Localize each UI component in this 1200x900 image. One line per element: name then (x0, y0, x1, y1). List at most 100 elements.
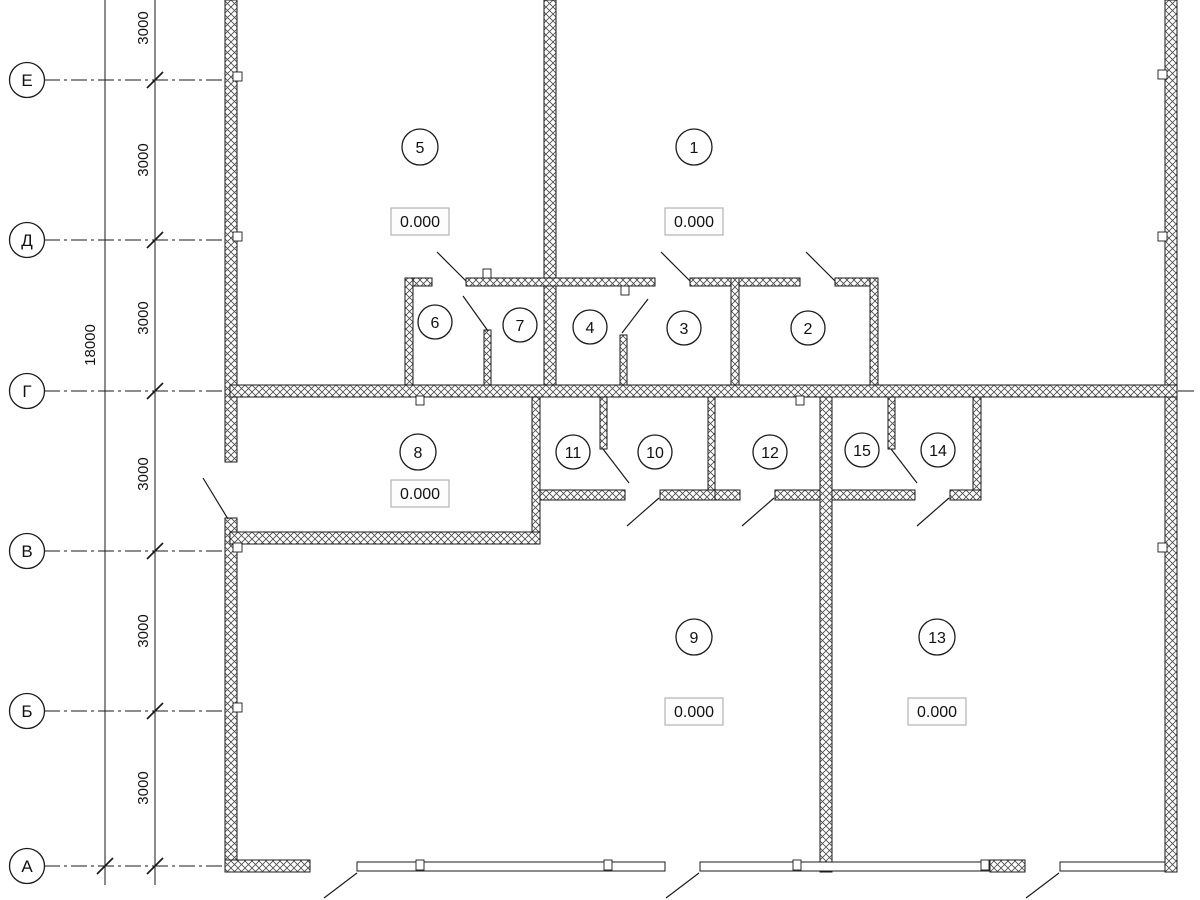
room-bubble-2: 2 (790, 310, 826, 346)
dim-label-total: 18000 (82, 324, 99, 366)
room-bubbles: 5 1 6 7 4 3 2 8 (399, 128, 956, 656)
dim-label: 3000 (135, 301, 152, 334)
room-circle (752, 434, 788, 470)
wall-tick (620, 285, 630, 296)
window-band (356, 861, 666, 872)
axis-label: А (21, 857, 33, 876)
elevation-box (664, 207, 724, 236)
door-swing (741, 497, 775, 527)
wall-segment (229, 384, 1178, 398)
dim-tick (96, 857, 114, 875)
dim-label: 3000 (135, 143, 152, 176)
wall-segment (689, 277, 801, 287)
wall-segment (989, 859, 1026, 873)
doors (202, 251, 1060, 899)
door-swing (323, 872, 358, 899)
elevation-value: 0.000 (674, 704, 714, 721)
wall-tick (232, 542, 243, 553)
dim-tick (146, 382, 164, 400)
wall-segment (869, 277, 879, 386)
dim-tick (146, 71, 164, 89)
dim-label: 3000 (135, 457, 152, 490)
wall-segment (599, 396, 608, 450)
dim-tick (146, 857, 164, 875)
axis-label: Г (22, 382, 31, 401)
window-mullion (980, 859, 990, 871)
axis-bubble-g: Г (8, 372, 46, 410)
dim-label: 3000 (135, 11, 152, 44)
room-circle (920, 432, 956, 468)
room-bubble-9: 9 (675, 618, 713, 656)
door-swing (890, 448, 918, 484)
room-number: 12 (761, 445, 779, 462)
elevation-value: 0.000 (400, 486, 440, 503)
room-circle (675, 618, 713, 656)
dim-tick (146, 231, 164, 249)
door-swing (665, 872, 700, 899)
dim-label: 3000 (135, 614, 152, 647)
axis-label: В (21, 542, 32, 561)
axis-label: Б (21, 702, 32, 721)
door-swing (1025, 872, 1060, 899)
axis-circle (8, 61, 46, 99)
wall-segment (465, 277, 656, 287)
wall-tick (415, 395, 425, 406)
room-bubble-15: 15 (844, 432, 880, 468)
room-number: 11 (565, 445, 582, 462)
wall-segment (539, 489, 626, 501)
wall-segment (1164, 0, 1178, 873)
wall-segment (224, 517, 238, 873)
room-circle (399, 433, 437, 471)
room-bubble-14: 14 (920, 432, 956, 468)
window-mullion (792, 859, 802, 871)
room-circle (790, 310, 826, 346)
room-circle (675, 128, 713, 166)
dim-tick (146, 542, 164, 560)
room-bubble-11: 11 (555, 434, 591, 470)
axis-bubble-v: В (8, 532, 46, 570)
dim-label: 3000 (135, 771, 152, 804)
room-bubble-13: 13 (918, 618, 956, 656)
wall-tick (1157, 231, 1168, 242)
axis-label: Д (21, 231, 33, 250)
room-bubble-6: 6 (417, 304, 453, 340)
wall-segment (730, 277, 740, 386)
wall-segment (229, 531, 541, 545)
door-swing (916, 497, 950, 527)
wall-segment (887, 396, 896, 450)
axis-circle (8, 372, 46, 410)
elevation-value: 0.000 (400, 214, 440, 231)
wall-tick (1157, 542, 1168, 553)
wall-tick (1157, 69, 1168, 80)
room-number: 5 (416, 140, 425, 157)
axis-bubble-b: Б (8, 692, 46, 730)
axis-bubbles: Е Д Г В Б А (8, 61, 46, 885)
room-circle (555, 434, 591, 470)
room-number: 15 (853, 443, 871, 460)
room-bubble-1: 1 (675, 128, 713, 166)
wall-segment (404, 277, 414, 386)
wall-segment (543, 0, 557, 386)
room-number: 2 (804, 321, 813, 338)
wall-segment (831, 489, 916, 501)
axis-circle (8, 847, 46, 885)
wall-segment (819, 396, 833, 873)
wall-segment (774, 489, 821, 501)
window-band (1059, 861, 1166, 872)
room-number: 6 (431, 315, 440, 332)
room-number: 10 (646, 445, 664, 462)
room-circle (844, 432, 880, 468)
wall-segment (531, 396, 541, 541)
elevation-box (390, 207, 450, 236)
wall-segment (949, 489, 982, 501)
dim-tick (146, 702, 164, 720)
door-swing (462, 295, 489, 332)
elevation-mark-room13: 0.000 (907, 697, 967, 726)
room-circle (637, 434, 673, 470)
elevation-value: 0.000 (674, 214, 714, 231)
wall-ticks (232, 69, 1168, 871)
window-mullion (603, 859, 613, 871)
wall-segment (619, 334, 628, 386)
